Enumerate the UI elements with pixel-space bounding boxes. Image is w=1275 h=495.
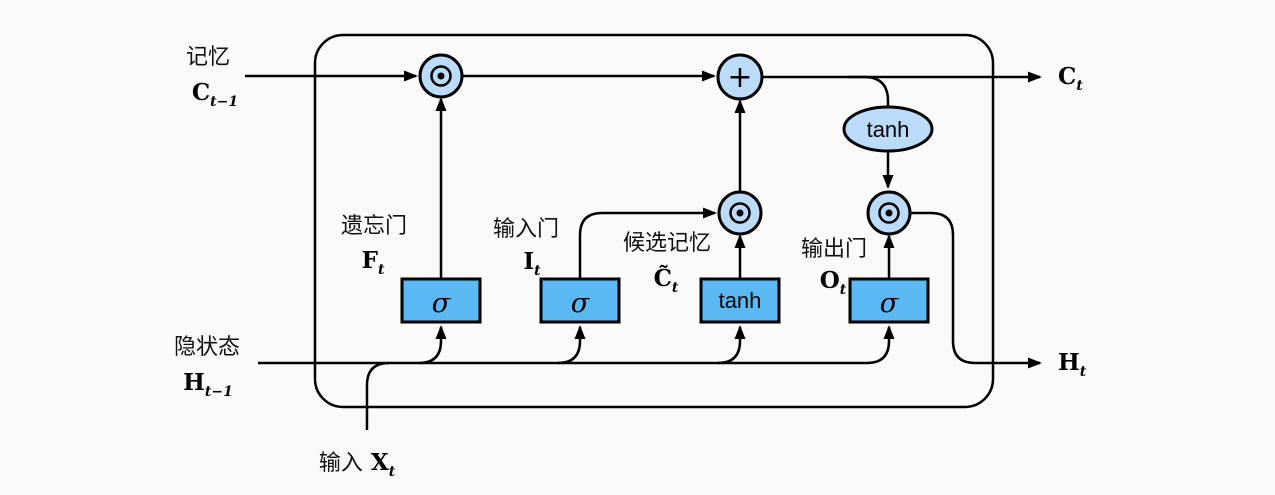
input-gate-box: σ — [539, 277, 621, 324]
output-gate-caption: 输出门 — [801, 236, 867, 261]
memory-input-caption: 记忆 — [186, 44, 230, 69]
bus-branch-input — [557, 325, 586, 365]
add-node: + — [716, 53, 764, 101]
forget-gate-caption: 遗忘门 — [341, 213, 407, 238]
bus-branch-forget — [418, 325, 447, 365]
lstm-cell-boundary — [313, 33, 995, 409]
tanh-ellipse-node: tanh — [842, 105, 934, 153]
input-gate-activation: σ — [571, 288, 591, 319]
hidden-input-symbol: Ht−1 — [183, 369, 233, 400]
memory-input-symbol: Ct−1 — [192, 79, 238, 110]
input-sigma-to-candidate-product-line — [578, 207, 717, 279]
tanh-ellipse-label: tanh — [867, 117, 910, 142]
output-gate-box: σ — [848, 277, 930, 324]
memory-output-symbol: Ct — [1058, 63, 1083, 94]
candidate-caption: 候选记忆 — [623, 230, 711, 255]
input-x-line — [365, 361, 390, 430]
candidate-tanh-box: tanh — [699, 277, 781, 324]
memory-to-tanh-branch — [848, 75, 890, 107]
hidden-output-line — [910, 211, 1042, 369]
candidate-product-node — [717, 190, 763, 236]
hidden-input-bus — [258, 325, 895, 365]
candidate-symbol: C̃t — [654, 265, 679, 296]
forget-gate-symbol: Ft — [362, 247, 385, 278]
hidden-output-symbol: Ht — [1058, 349, 1087, 380]
input-gate-caption: 输入门 — [493, 216, 559, 241]
hidden-input-caption: 隐状态 — [174, 334, 240, 359]
output-product-node — [866, 190, 912, 236]
output-gate-activation: σ — [880, 288, 900, 319]
add-operator: + — [727, 60, 752, 95]
candidate-activation: tanh — [719, 288, 762, 313]
forget-gate-box: σ — [400, 277, 482, 324]
output-gate-symbol: Ot — [820, 267, 847, 298]
forget-product-node — [418, 53, 464, 99]
input-gate-symbol: It — [523, 248, 541, 279]
forget-gate-activation: σ — [432, 288, 452, 319]
bus-branch-candidate — [717, 325, 746, 365]
